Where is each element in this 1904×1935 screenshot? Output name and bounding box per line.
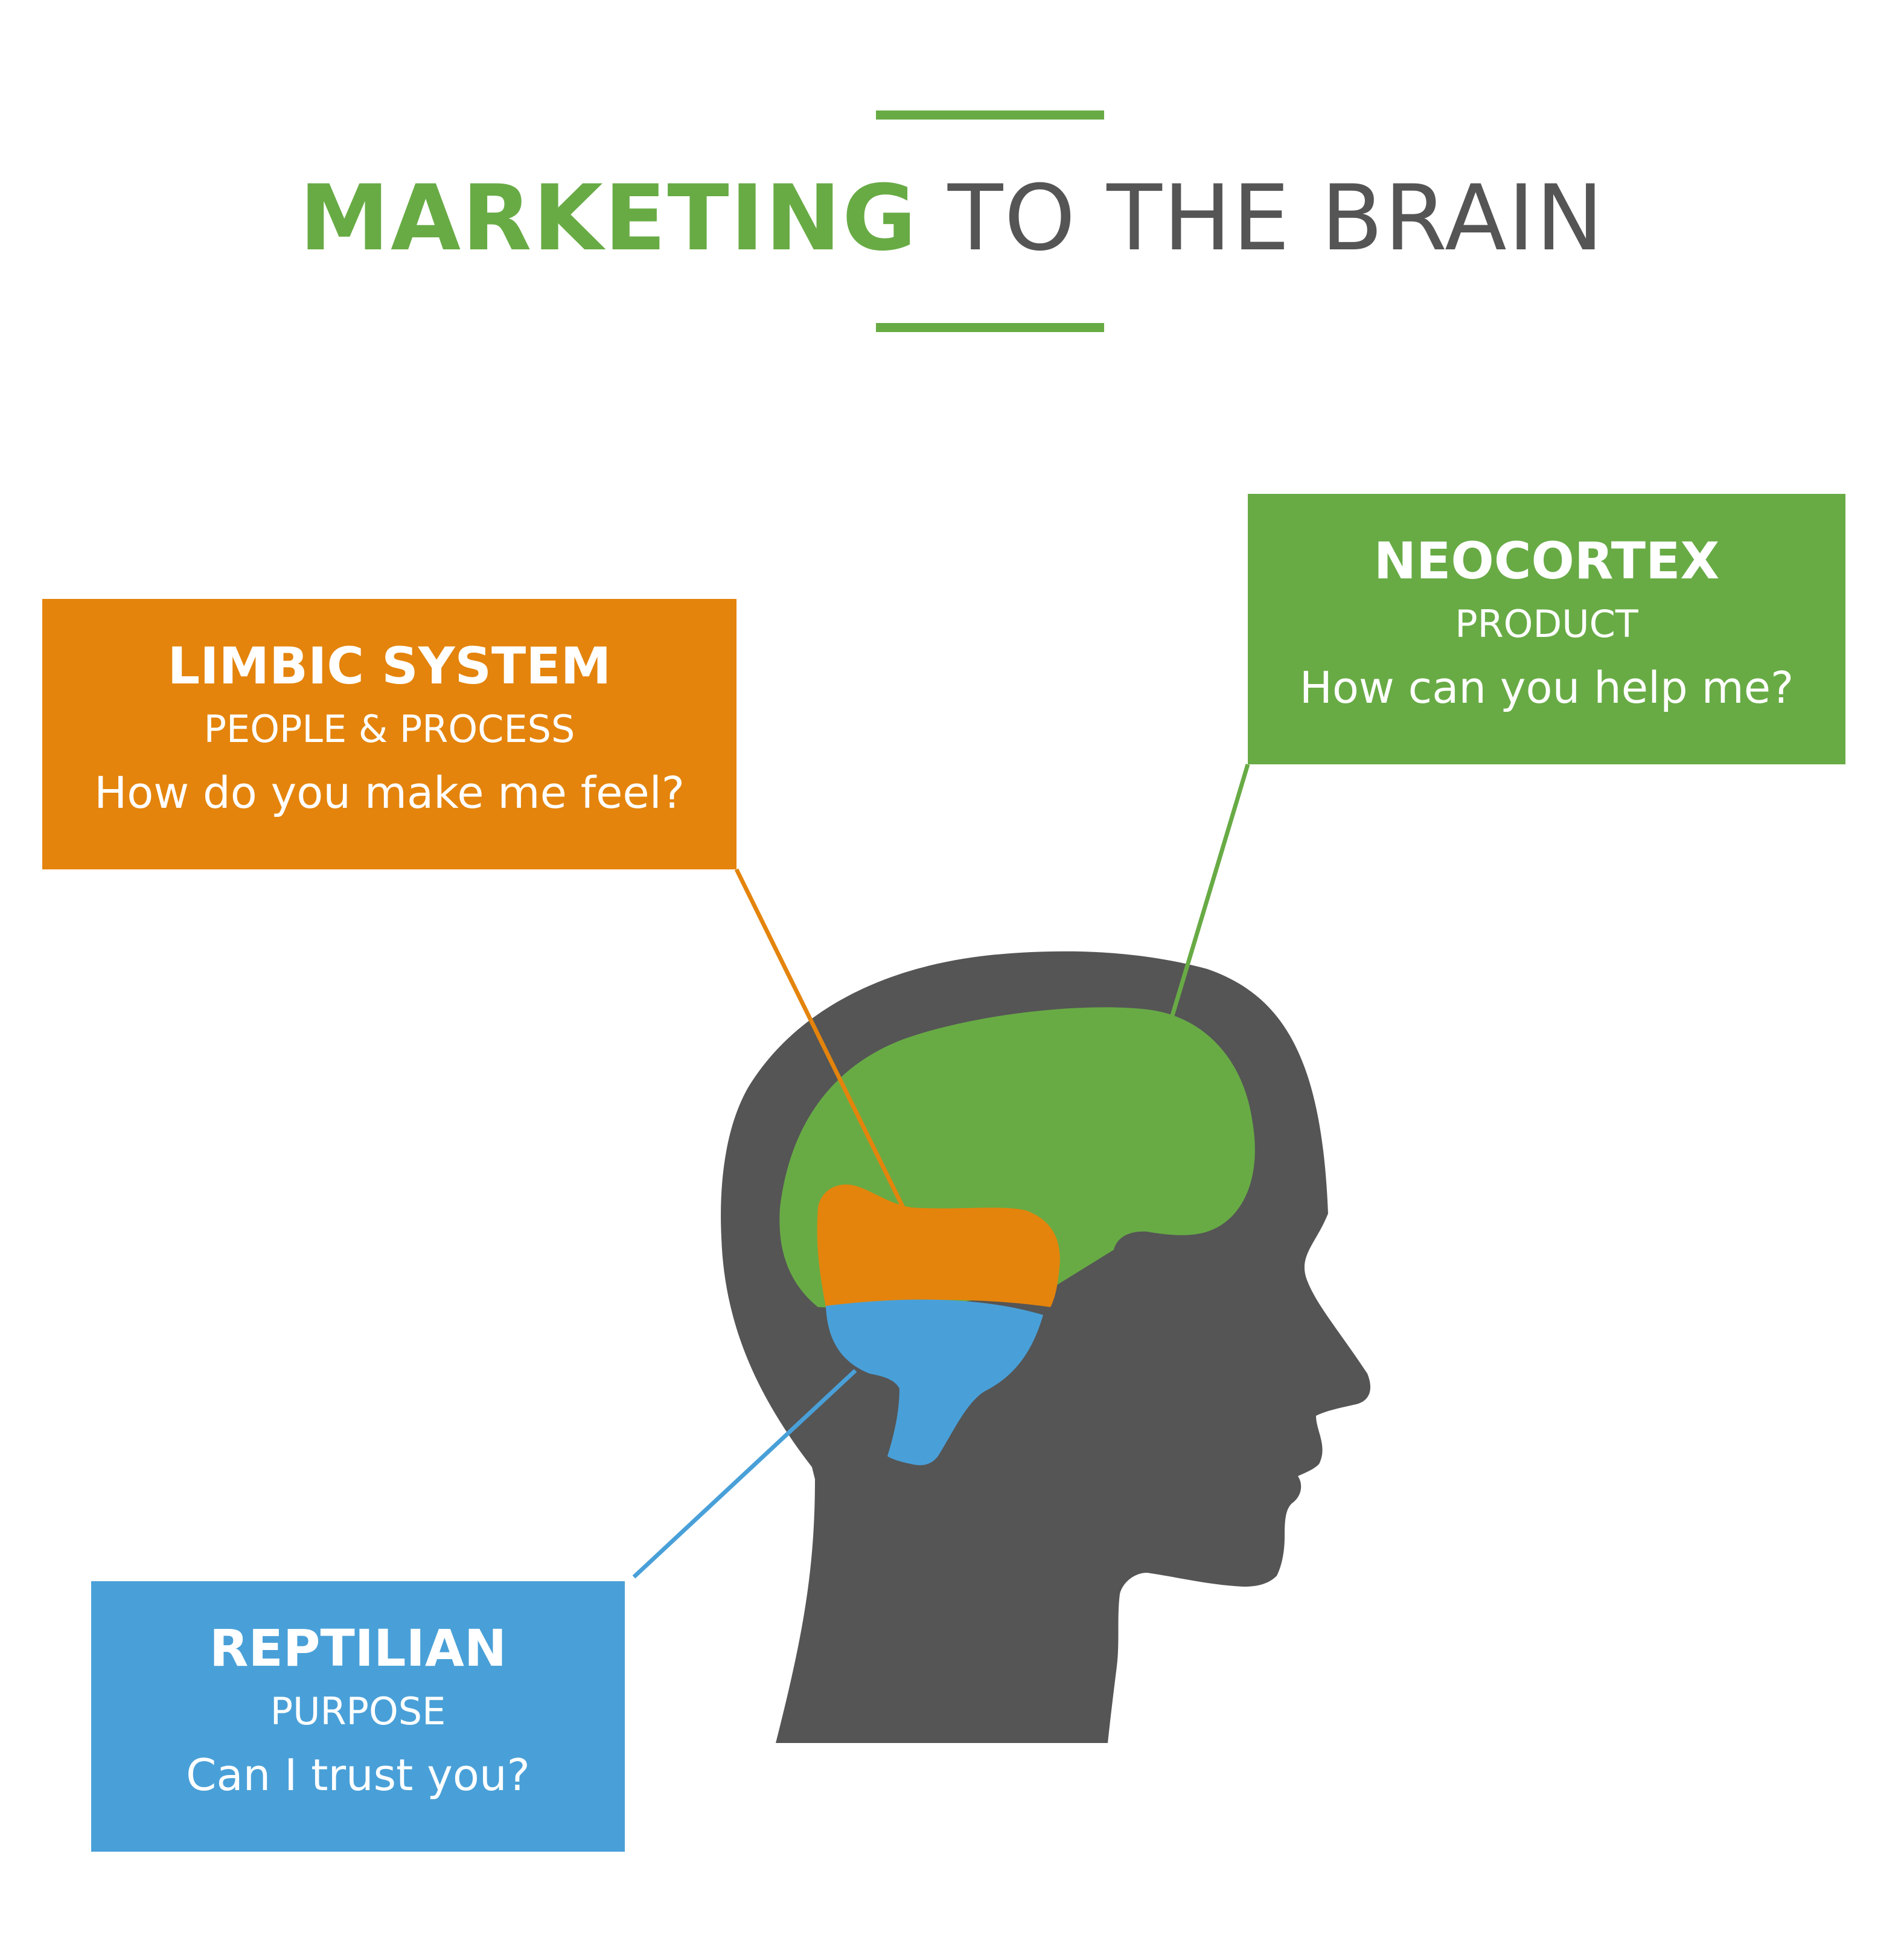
title-accent: MARKETING bbox=[299, 166, 918, 271]
neocortex-box: NEOCORTEX PRODUCT How can you help me? bbox=[1248, 494, 1845, 764]
reptilian-category: PURPOSE bbox=[270, 1689, 446, 1733]
limbic-question: How do you make me feel? bbox=[94, 767, 685, 818]
limbic-connector bbox=[734, 868, 906, 1210]
neocortex-question: How can you help me? bbox=[1299, 662, 1794, 713]
reptilian-question: Can I trust you? bbox=[186, 1750, 530, 1800]
reptilian-box: REPTILIAN PURPOSE Can I trust you? bbox=[91, 1581, 625, 1852]
title-bottom-rule bbox=[876, 323, 1104, 332]
page-title: MARKETING TO THE BRAIN bbox=[0, 158, 1904, 279]
limbic-region bbox=[817, 1184, 1060, 1307]
title-top-rule bbox=[876, 110, 1104, 120]
reptilian-region bbox=[826, 1299, 1043, 1465]
reptilian-connector bbox=[632, 1369, 857, 1579]
neocortex-category: PRODUCT bbox=[1455, 602, 1638, 646]
reptilian-name: REPTILIAN bbox=[209, 1619, 507, 1678]
neocortex-name: NEOCORTEX bbox=[1373, 531, 1720, 590]
limbic-category: PEOPLE & PROCESS bbox=[203, 707, 575, 751]
limbic-name: LIMBIC SYSTEM bbox=[167, 636, 612, 696]
title-rest: TO THE BRAIN bbox=[918, 166, 1605, 271]
neocortex-connector bbox=[1166, 763, 1250, 1029]
limbic-system-box: LIMBIC SYSTEM PEOPLE & PROCESS How do yo… bbox=[42, 599, 736, 869]
